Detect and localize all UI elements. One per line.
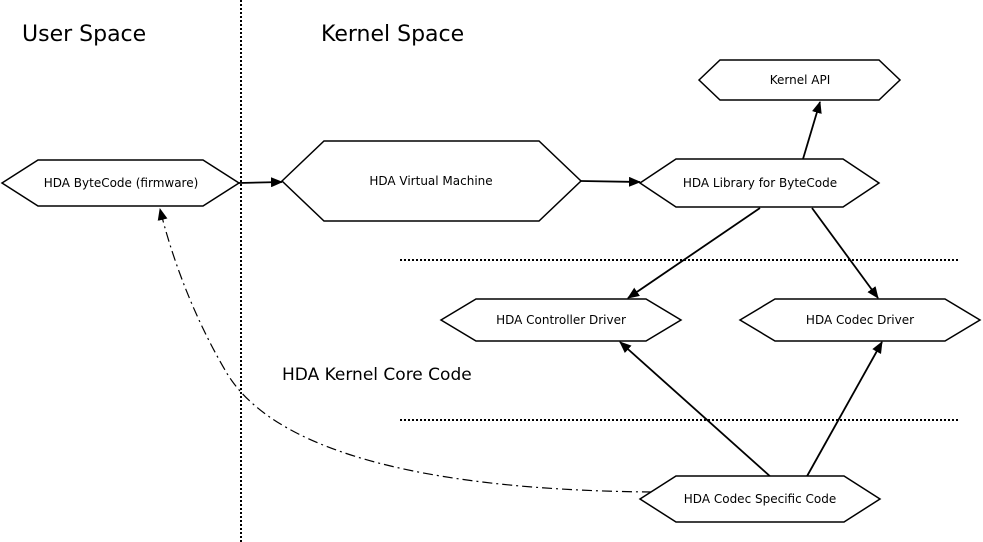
node-codec-driver: HDA Codec Driver — [738, 298, 982, 342]
node-library-label: HDA Library for ByteCode — [683, 176, 837, 190]
node-codec-specific-label: HDA Codec Specific Code — [684, 492, 836, 506]
edge-bytecode-to-vm — [238, 177, 283, 188]
node-kernel-api-label: Kernel API — [770, 73, 831, 87]
node-virtual-machine-label: HDA Virtual Machine — [369, 174, 492, 188]
node-codec-specific: HDA Codec Specific Code — [638, 475, 882, 523]
edge-codec-specific-to-codec-driver — [805, 341, 883, 479]
node-kernel-api: Kernel API — [697, 59, 902, 101]
edge-library-to-codec-driver — [811, 207, 879, 299]
edge-bytecode-codec-specific-link — [157, 208, 664, 498]
node-library: HDA Library for ByteCode — [638, 158, 881, 208]
edge-library-to-kernel-api — [802, 101, 822, 160]
node-controller-driver: HDA Controller Driver — [439, 298, 683, 342]
core-code-label: HDA Kernel Core Code — [282, 365, 472, 385]
node-bytecode: HDA ByteCode (firmware) — [0, 159, 241, 207]
node-codec-driver-label: HDA Codec Driver — [806, 313, 914, 327]
user-space-label: User Space — [22, 22, 146, 47]
node-bytecode-label: HDA ByteCode (firmware) — [44, 176, 199, 190]
edge-codec-specific-to-controller — [619, 341, 773, 479]
node-virtual-machine: HDA Virtual Machine — [280, 140, 583, 222]
edge-vm-to-library — [580, 176, 641, 187]
node-controller-driver-label: HDA Controller Driver — [496, 313, 626, 327]
edge-library-to-controller — [627, 207, 761, 299]
kernel-space-label: Kernel Space — [321, 22, 464, 47]
